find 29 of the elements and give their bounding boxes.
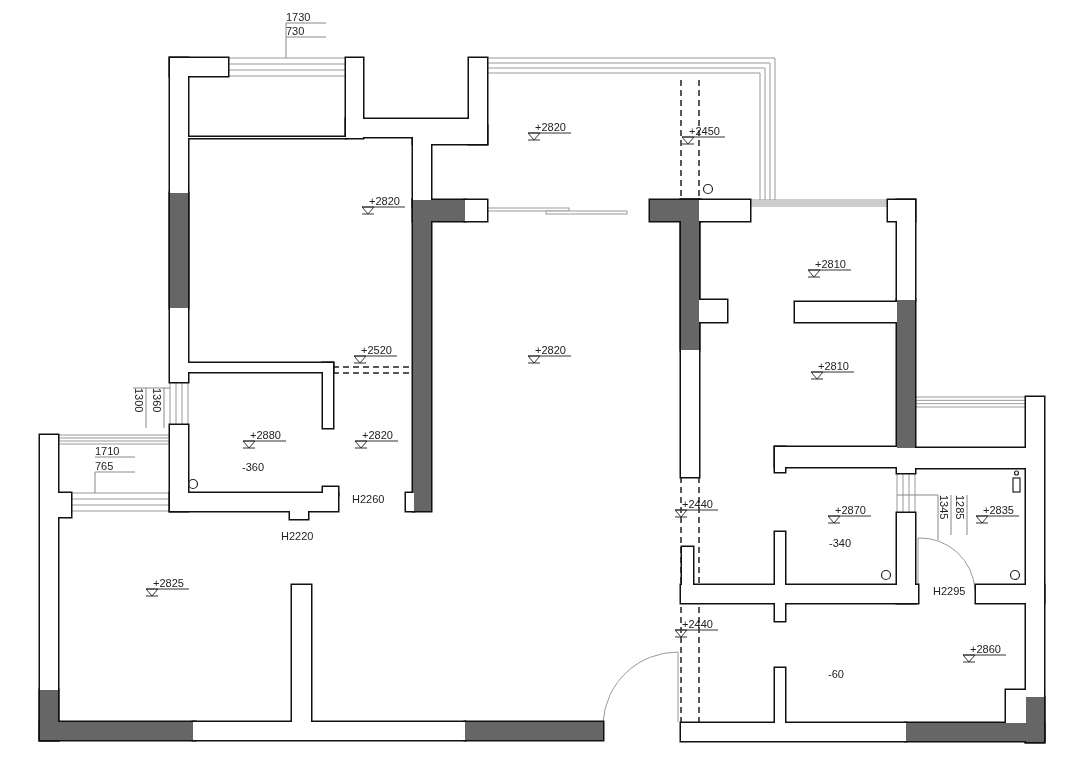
elevation-label: +2825 <box>153 577 184 589</box>
elevation-label: +2820 <box>535 121 566 133</box>
elevation-label: +2450 <box>689 125 720 137</box>
annotation-label: H2295 <box>933 585 966 597</box>
elevation-label: +2440 <box>682 618 713 630</box>
dimension-label: 1730 <box>286 11 311 23</box>
dimension-label: 1710 <box>95 445 120 457</box>
elevation-label: +2860 <box>970 643 1001 655</box>
annotation-label: H2260 <box>352 493 385 505</box>
elevation-label: +2820 <box>362 429 393 441</box>
elevation-label: +2810 <box>815 258 846 270</box>
annotation-label: H2220 <box>281 530 314 542</box>
dimension-label: 1345 <box>938 495 950 520</box>
dimension-label: 1300 <box>133 388 145 413</box>
annotation-label: -360 <box>242 461 265 473</box>
annotation-label: -60 <box>828 668 844 680</box>
dimension-label: 765 <box>95 460 114 472</box>
elevation-label: +2835 <box>983 504 1014 516</box>
annotation-label: -340 <box>829 537 852 549</box>
elevation-label: +2820 <box>535 344 566 356</box>
elevation-label: +2520 <box>361 344 392 356</box>
elevation-label: +2820 <box>369 195 400 207</box>
elevation-label: +2440 <box>682 498 713 510</box>
elevation-label: +2870 <box>835 504 866 516</box>
dimension-label: 730 <box>286 25 305 37</box>
elevation-label: +2880 <box>250 429 281 441</box>
elevation-label: +2810 <box>818 360 849 372</box>
dimension-label: 1360 <box>151 388 163 413</box>
dimension-label: 1285 <box>954 495 966 520</box>
